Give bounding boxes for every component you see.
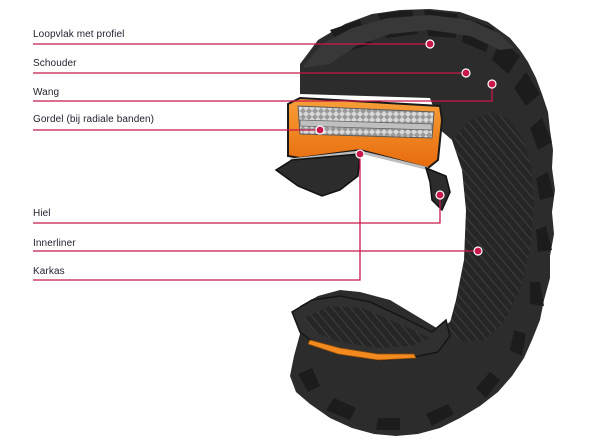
label-belt: Gordel (bij radiale banden) bbox=[33, 114, 155, 125]
dot-belt bbox=[315, 125, 325, 135]
bead-lip-right bbox=[424, 166, 451, 212]
leader-lines bbox=[33, 43, 493, 281]
leader-carcass bbox=[33, 154, 361, 281]
label-shoulder: Schouder bbox=[33, 58, 77, 69]
label-carcass: Karkas bbox=[33, 266, 65, 277]
label-innerliner: Innerliner bbox=[33, 238, 76, 249]
dot-innerliner bbox=[473, 246, 483, 256]
dot-carcass bbox=[355, 149, 365, 159]
belt-layer-2 bbox=[299, 119, 433, 131]
leader-sidewall bbox=[33, 86, 493, 102]
lower-orange-band bbox=[307, 339, 417, 361]
leader-dots bbox=[315, 39, 497, 256]
label-bead: Hiel bbox=[33, 208, 51, 219]
dot-tread bbox=[425, 39, 435, 49]
tire-inner-carcass bbox=[448, 112, 534, 342]
label-tread: Loopvlak met profiel bbox=[33, 29, 125, 40]
tread-lugs bbox=[298, 10, 554, 430]
upper-bead-lip bbox=[274, 153, 361, 197]
leader-bead bbox=[33, 196, 441, 224]
lower-inner-hatch bbox=[304, 306, 430, 348]
dot-sidewall bbox=[487, 79, 497, 89]
dot-shoulder bbox=[461, 68, 471, 78]
tire-shoulder-shade bbox=[302, 15, 514, 68]
label-sidewall: Wang bbox=[33, 87, 60, 98]
dot-bead bbox=[435, 190, 445, 200]
